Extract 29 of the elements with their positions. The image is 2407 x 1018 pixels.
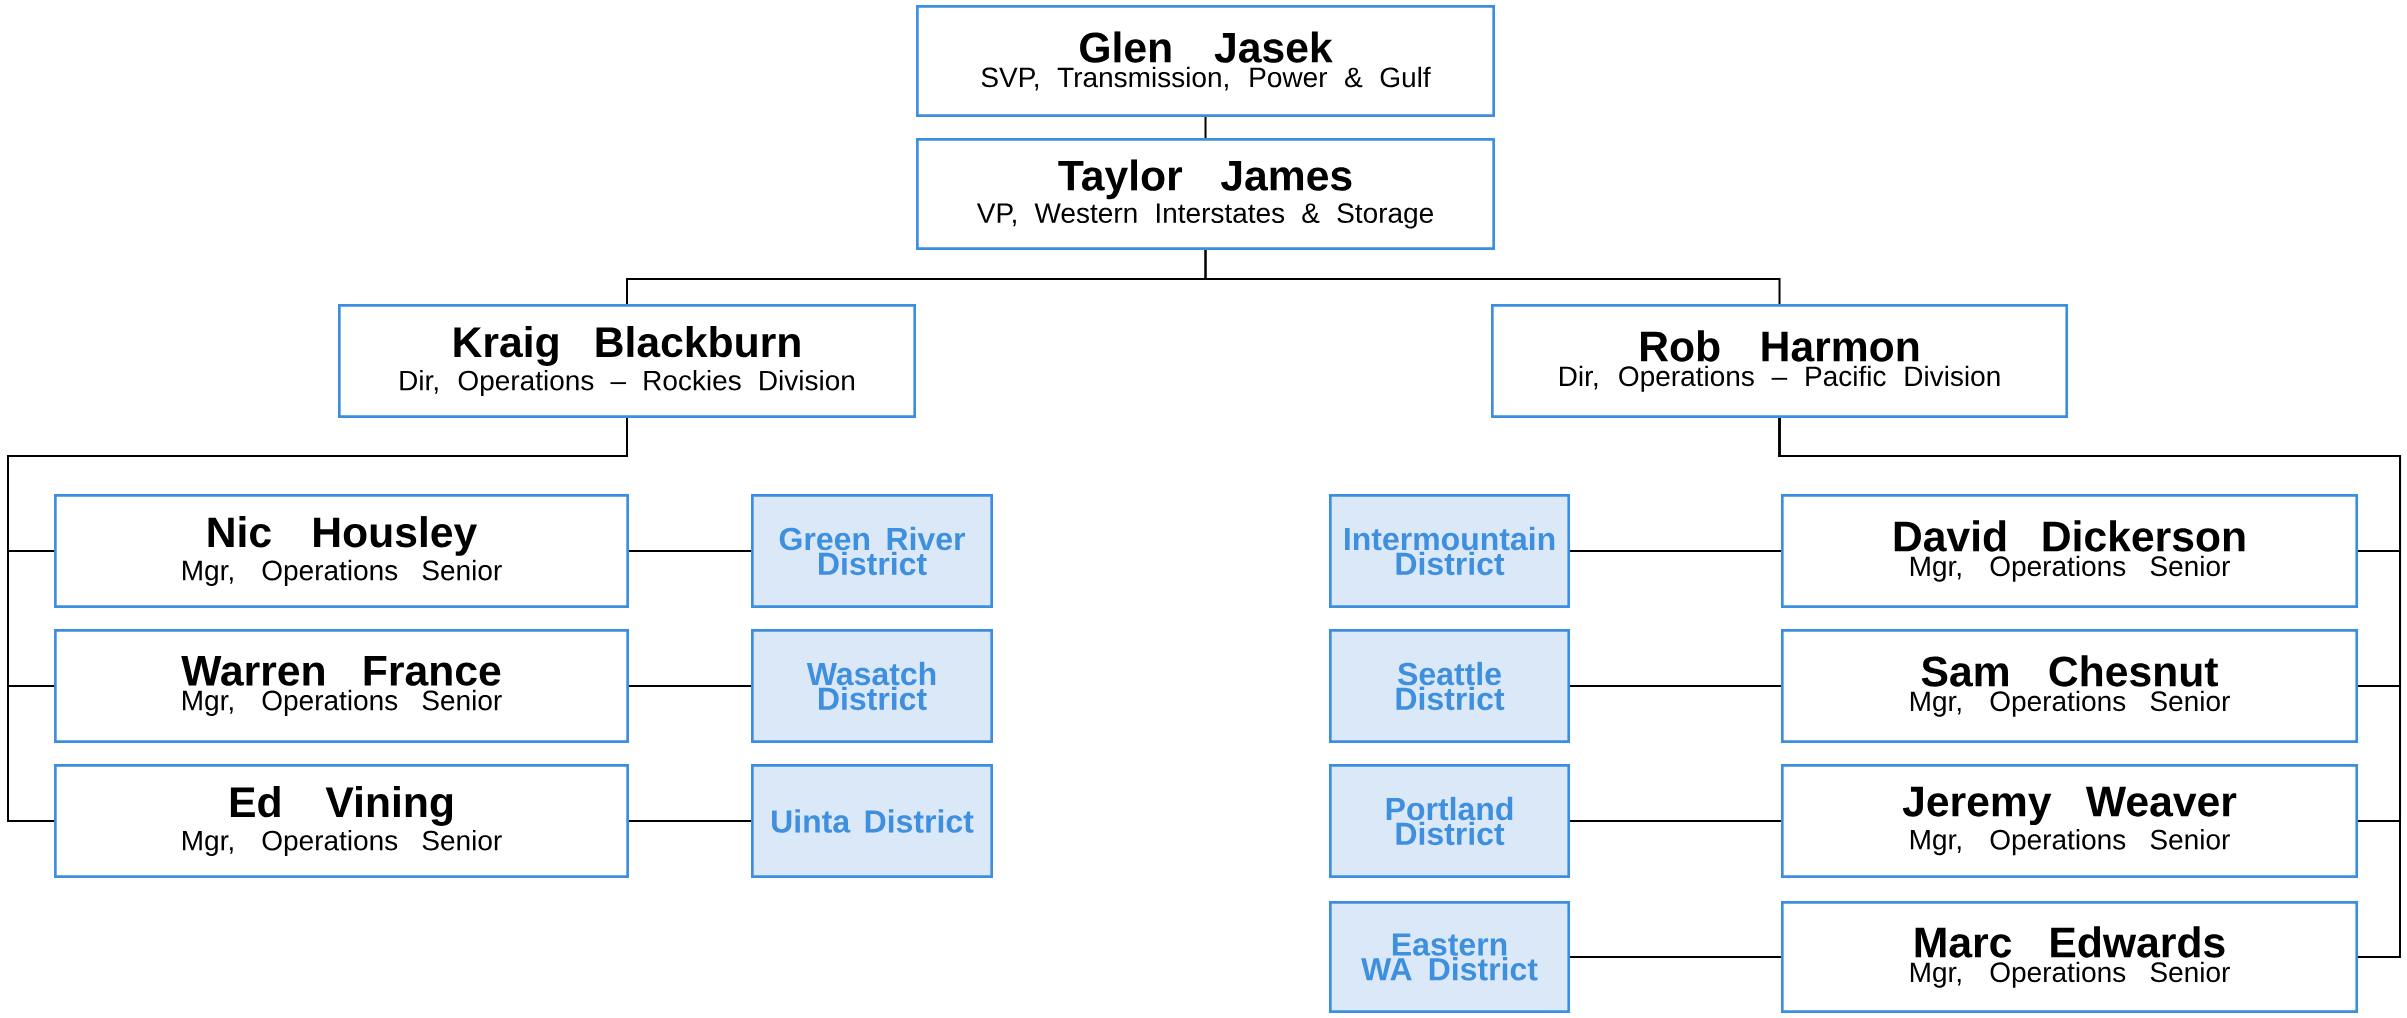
district-box: Uinta District [751, 764, 993, 878]
connector-line [1204, 249, 1781, 305]
person-box: Taylor James VP, Western Interstates & Storage [916, 138, 1495, 250]
person-box: David Dickerson Mgr, Operations Senior [1781, 494, 2359, 608]
district-box: Seattle District [1329, 629, 1571, 743]
connector-line [7, 417, 628, 822]
person-box: Marc Edwards Mgr, Operations Senior [1781, 901, 2359, 1013]
connector-line [627, 685, 752, 687]
person-box: Sam Chesnut Mgr, Operations Senior [1781, 629, 2359, 743]
person-box: Jeremy Weaver Mgr, Operations Senior [1781, 764, 2359, 878]
connector-line [627, 820, 752, 822]
person-box: Nic Housley Mgr, Operations Senior [54, 494, 629, 608]
district-box: Green River District [751, 494, 993, 608]
person-box: Glen Jasek SVP, Transmission, Power & Gulf [916, 5, 1495, 117]
person-box: Ed Vining Mgr, Operations Senior [54, 764, 629, 878]
district-box: Wasatch District [751, 629, 993, 743]
person-box: Kraig Blackburn Dir, Operations – Rockies Division [338, 304, 916, 418]
person-box: Rob Harmon Dir, Operations – Pacific Division [1491, 304, 2069, 418]
connector-line [627, 550, 752, 552]
district-box: Intermountain District [1329, 494, 1571, 608]
connector-line [1569, 820, 1782, 822]
district-box: Eastern WA District [1329, 901, 1571, 1013]
connector-line [1569, 956, 1782, 958]
district-box: Portland District [1329, 764, 1571, 878]
connector-line [1569, 550, 1782, 552]
connector-line [1778, 417, 2401, 958]
connector-line [1204, 116, 1207, 139]
person-box: Warren France Mgr, Operations Senior [54, 629, 629, 743]
connector-line [1569, 685, 1782, 687]
